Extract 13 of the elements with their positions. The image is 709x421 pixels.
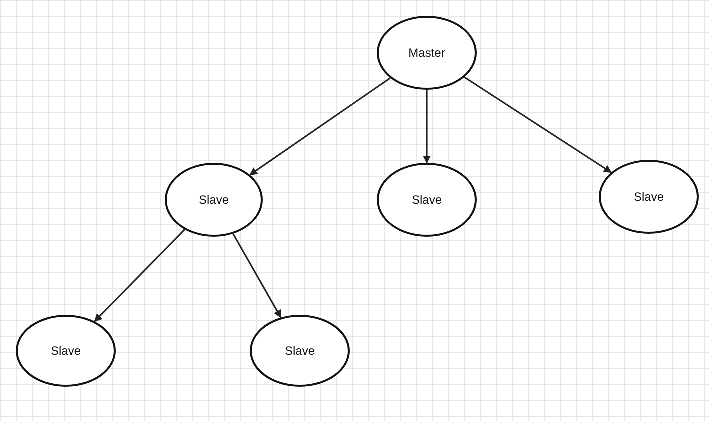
node-label: Slave: [284, 344, 316, 358]
node-label: Slave: [412, 193, 442, 207]
node-label: Slave: [50, 344, 82, 358]
arrow: [423, 90, 431, 164]
node-label: Slave: [198, 193, 230, 207]
arrow: [94, 229, 186, 322]
node-label: Slave: [634, 190, 664, 204]
node-ellipse: [377, 163, 477, 237]
node-label: Master: [408, 46, 446, 60]
arrow: [232, 234, 282, 318]
arrow: [464, 76, 612, 174]
arrow: [250, 78, 391, 176]
node-ellipse: [16, 315, 116, 387]
